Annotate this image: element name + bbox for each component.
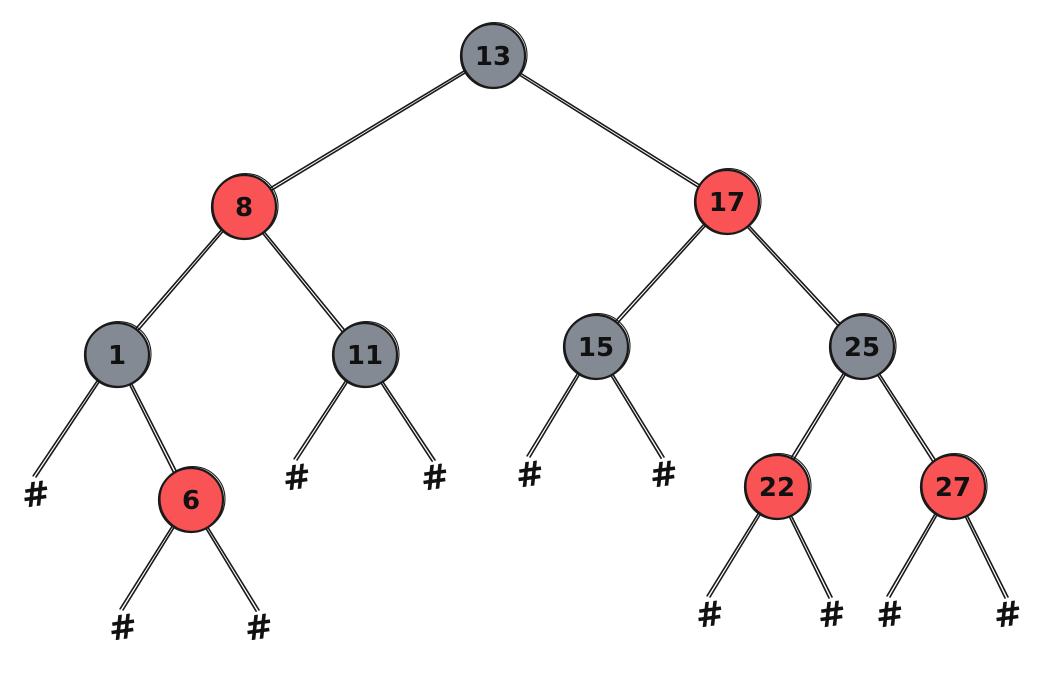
edge-n27-nil27R-sketch xyxy=(963,514,1006,599)
tree-node-22: 22 xyxy=(743,452,812,521)
nil-leaf-nil27R: # xyxy=(991,593,1025,637)
tree-node-25: 25 xyxy=(828,312,897,381)
edge-n17-n15 xyxy=(615,223,708,326)
edge-n15-nil15L xyxy=(529,371,582,458)
tree-node-8: 8 xyxy=(210,172,279,241)
nil-leaf-nil6R: # xyxy=(242,606,276,650)
nil-leaf-nil27L: # xyxy=(873,593,907,637)
edge-n25-n27 xyxy=(877,371,938,463)
node-label-8: 8 xyxy=(235,193,253,223)
node-outline-sketch-6 xyxy=(159,465,226,533)
edge-n27-nil27L-sketch xyxy=(886,511,937,597)
tree-node-17: 17 xyxy=(693,167,762,236)
edge-n25-n22 xyxy=(791,371,848,463)
node-label-15: 15 xyxy=(578,333,614,363)
tree-node-6: 6 xyxy=(157,465,226,534)
node-label-27: 27 xyxy=(935,473,971,503)
node-label-6: 6 xyxy=(182,486,200,516)
node-label-13: 13 xyxy=(475,42,511,72)
tree-edges xyxy=(32,68,1009,612)
edge-n8-n1-sketch xyxy=(133,227,224,332)
node-label-17: 17 xyxy=(709,188,745,218)
edge-n1-nil1L-sketch xyxy=(32,377,100,477)
nil-leaf-nil11L: # xyxy=(280,456,314,500)
node-outline-sketch-1 xyxy=(85,320,152,388)
tree-node-15: 15 xyxy=(562,312,631,381)
edge-n13-n17 xyxy=(517,71,703,187)
edge-n17-n25-sketch xyxy=(745,224,840,328)
tree-node-27: 27 xyxy=(919,452,988,521)
edge-n6-nil6R-sketch xyxy=(204,525,257,612)
edge-n8-n11 xyxy=(262,229,347,333)
edge-n6-nil6R xyxy=(205,524,260,611)
edge-n17-n15-sketch xyxy=(612,221,707,325)
edge-n1-nil1L xyxy=(35,379,102,478)
node-label-11: 11 xyxy=(347,341,383,371)
edge-n11-nil11R xyxy=(380,379,436,461)
edge-n1-n6 xyxy=(129,380,179,475)
edge-n22-nil22L-sketch xyxy=(706,510,761,597)
tree-node-13: 13 xyxy=(459,21,528,90)
edge-n6-nil6L-sketch xyxy=(119,523,175,610)
node-label-22: 22 xyxy=(759,473,795,503)
edge-n8-n11-sketch xyxy=(260,230,345,334)
node-outline-sketch-8 xyxy=(212,172,279,240)
nil-leaf-nil22R: # xyxy=(815,593,849,637)
edge-n15-nil15R xyxy=(610,371,665,458)
node-outline-sketch-17 xyxy=(695,167,762,235)
nil-leaf-nil11R: # xyxy=(418,456,452,500)
edge-n11-nil11L xyxy=(296,379,350,461)
edge-n11-nil11R-sketch xyxy=(379,380,433,463)
edge-n25-n22-sketch xyxy=(788,370,846,462)
tree-node-1: 1 xyxy=(83,320,152,389)
edge-n6-nil6L xyxy=(122,524,177,611)
tree-node-11: 11 xyxy=(331,320,400,389)
edge-n22-nil22L xyxy=(709,511,763,598)
node-label-25: 25 xyxy=(844,333,880,363)
edge-n22-nil22R xyxy=(789,513,833,598)
node-outline-sketch-13 xyxy=(461,21,528,89)
tree-nil-leaves: # # # # # # # # # # # xyxy=(19,453,1025,650)
edge-n13-n17-sketch xyxy=(516,72,701,189)
edge-n13-n8 xyxy=(268,70,469,193)
edge-n27-nil27L xyxy=(889,512,939,598)
edge-n22-nil22R-sketch xyxy=(787,514,830,599)
nil-leaf-nil1L: # xyxy=(19,473,53,517)
edge-n15-nil15L-sketch xyxy=(526,370,580,457)
edge-n17-n25 xyxy=(746,223,843,326)
nil-leaf-nil22L: # xyxy=(693,593,727,637)
edge-n15-nil15R-sketch xyxy=(609,372,662,459)
nil-leaf-nil15R: # xyxy=(647,453,681,497)
edge-n11-nil11L-sketch xyxy=(293,378,348,460)
nil-leaf-nil15L: # xyxy=(513,453,547,497)
node-outline-sketch-15 xyxy=(564,312,631,380)
edge-n25-n27-sketch xyxy=(875,372,935,464)
node-outline-sketch-22 xyxy=(745,452,812,520)
nil-leaf-nil6L: # xyxy=(106,606,140,650)
edge-n27-nil27R xyxy=(965,513,1009,598)
node-outline-sketch-27 xyxy=(921,452,988,520)
edge-n13-n8-sketch xyxy=(266,68,468,191)
node-outline-sketch-25 xyxy=(830,312,897,380)
edge-n8-n1 xyxy=(135,228,226,334)
node-label-1: 1 xyxy=(108,341,126,371)
edge-n1-n6-sketch xyxy=(127,381,176,476)
node-outline-sketch-11 xyxy=(333,320,400,388)
